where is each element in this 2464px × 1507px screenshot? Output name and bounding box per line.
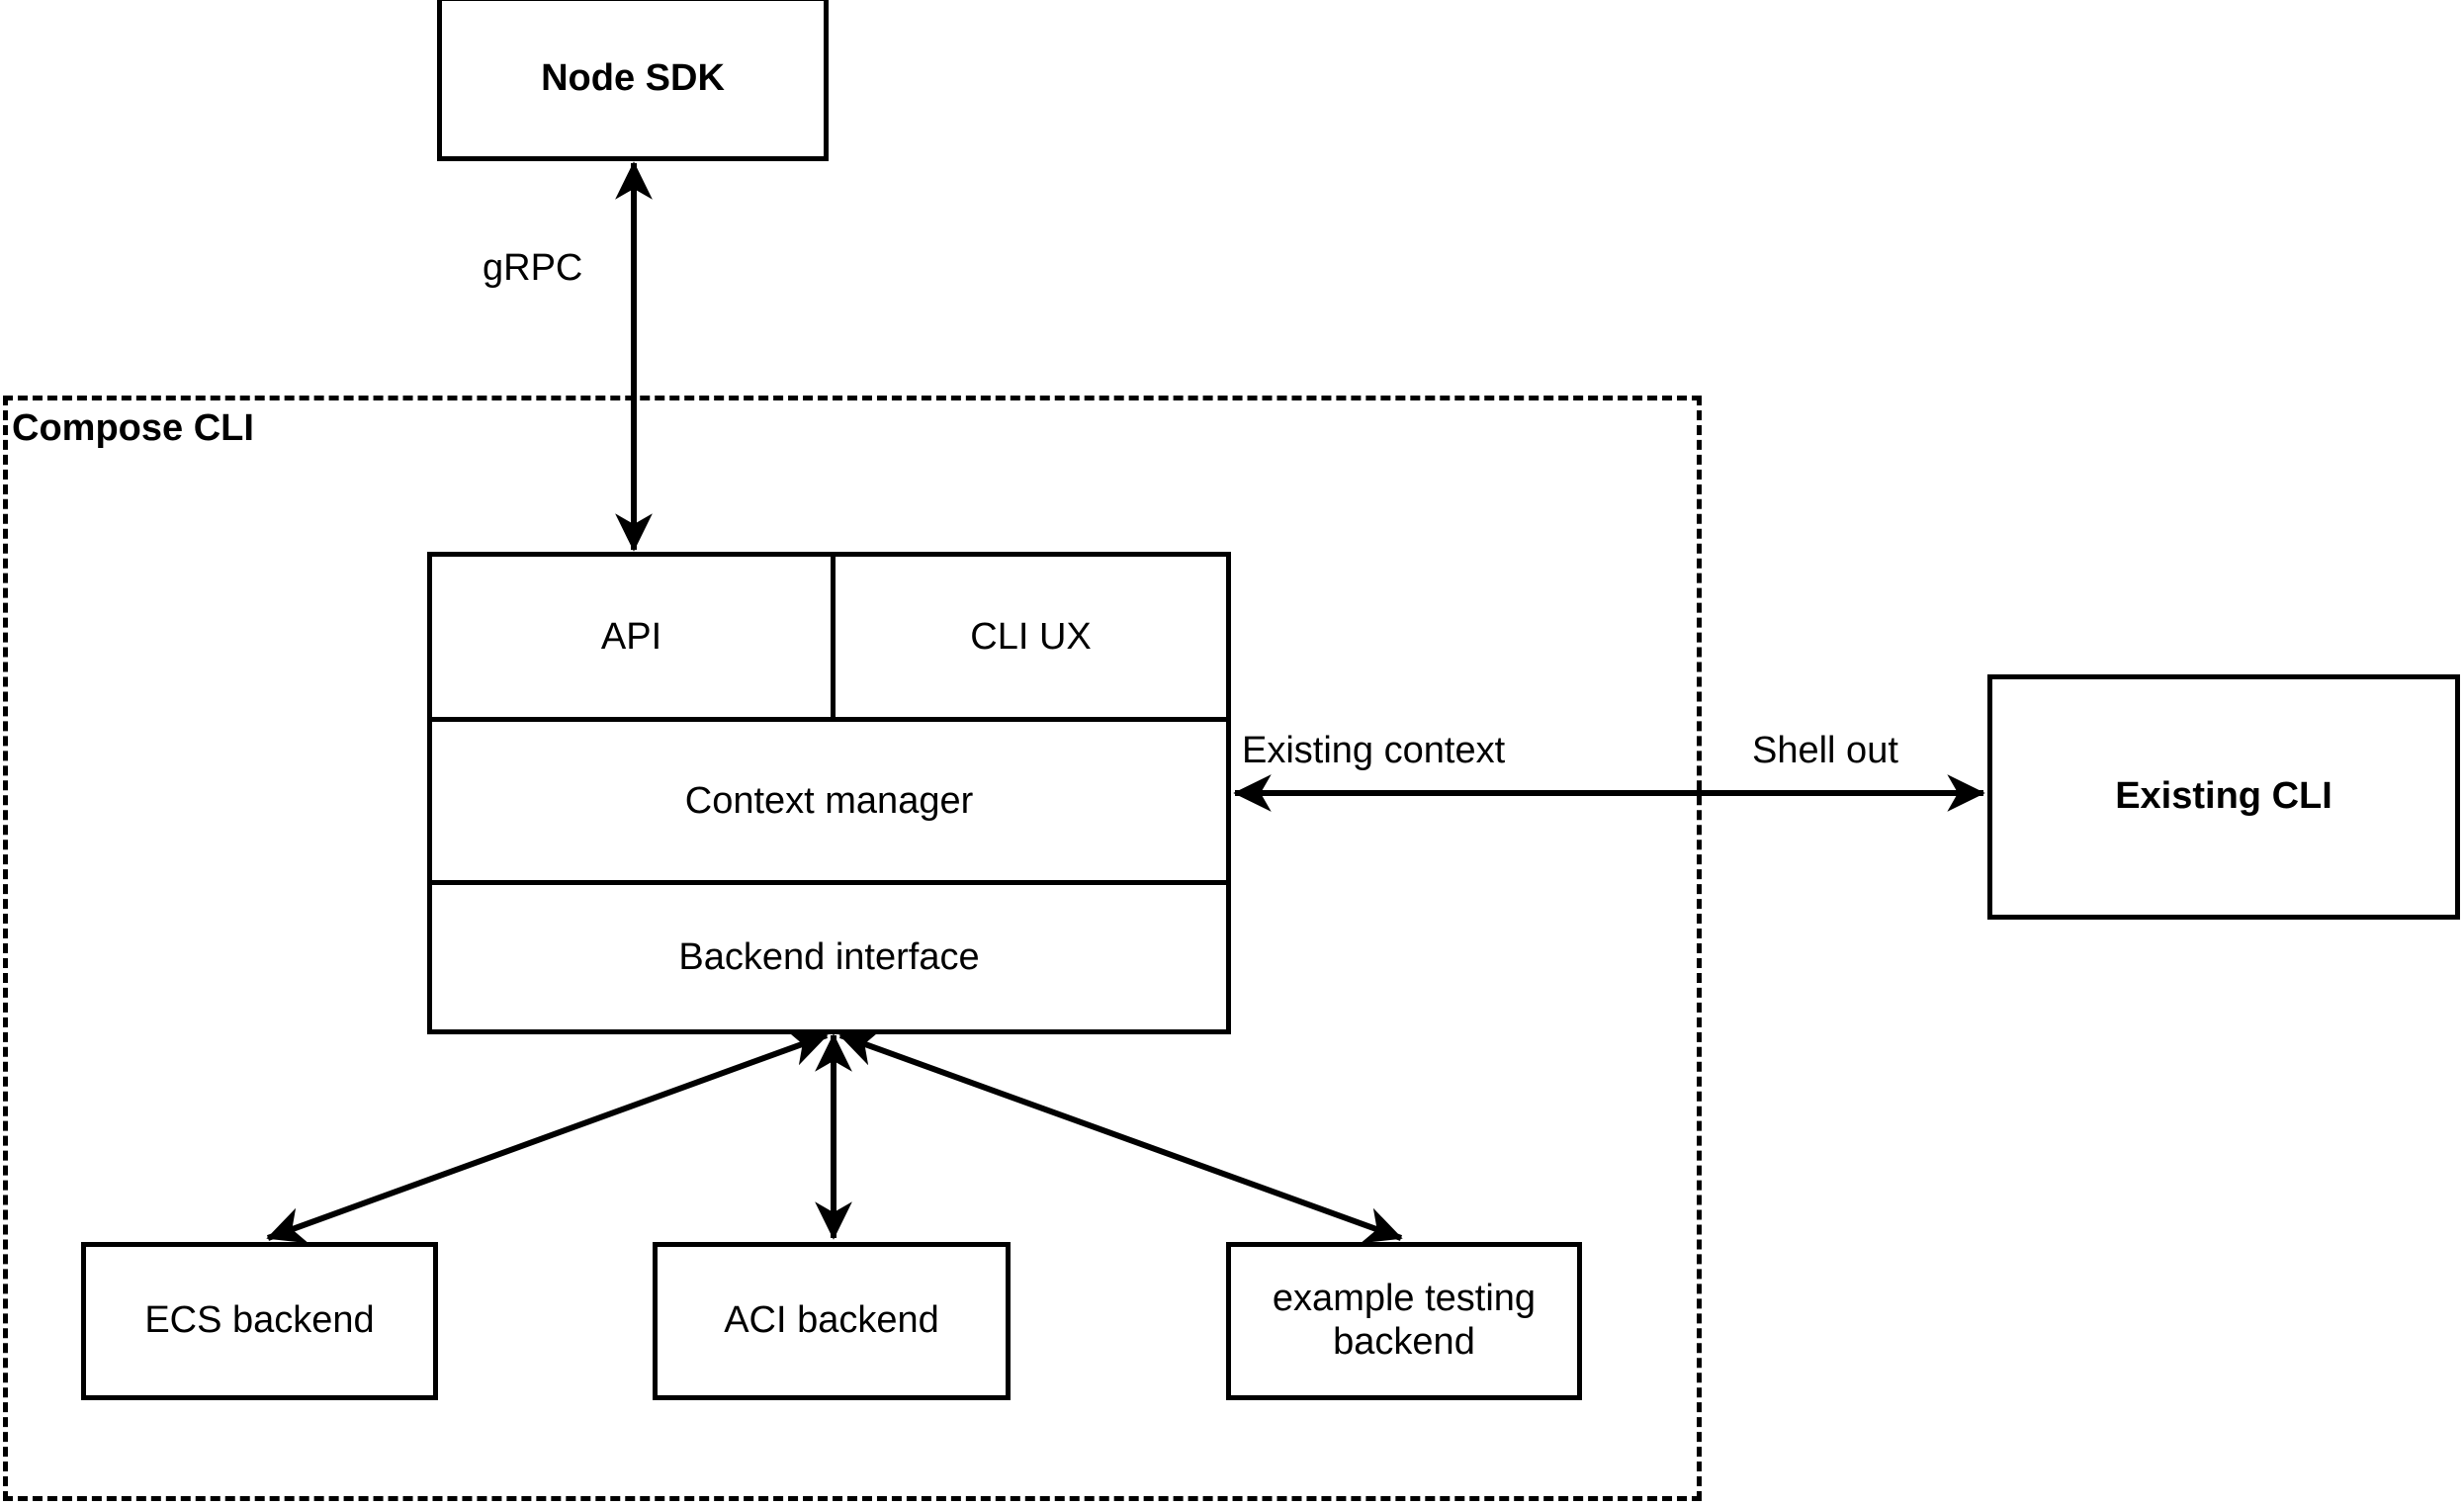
stack-cell-cli-ux[interactable]: CLI UX [836,557,1226,717]
node-sdk-label: Node SDK [541,56,725,99]
ecs-backend-box[interactable]: ECS backend [81,1242,438,1400]
grpc-edge-label: gRPC [483,247,583,289]
stack-cell-cli-ux-label: CLI UX [970,615,1092,658]
aci-backend-label: ACI backend [724,1299,939,1342]
stack-row-backend-interface: Backend interface [432,885,1226,1029]
compose-cli-group-boundary [3,396,1702,1501]
existing-context-edge-label: Existing context [1242,730,1506,771]
stack-cell-api-label: API [600,615,662,658]
shell-out-edge-label: Shell out [1752,730,1898,771]
existing-cli-box[interactable]: Existing CLI [1987,674,2460,920]
stack-cell-backend-interface-label: Backend interface [678,935,980,978]
aci-backend-box[interactable]: ACI backend [653,1242,1011,1400]
stack-cell-context-manager[interactable]: Context manager [432,722,1226,880]
compose-cli-group-label: Compose CLI [12,407,254,449]
example-testing-backend-label: example testing backend [1273,1278,1536,1364]
ecs-backend-label: ECS backend [144,1299,375,1342]
stack-cell-context-manager-label: Context manager [684,779,974,822]
example-testing-backend-box[interactable]: example testing backend [1226,1242,1582,1400]
stack-row-top: API CLI UX [432,557,1226,722]
example-testing-backend-label-line2: backend [1333,1321,1475,1363]
stack-cell-backend-interface[interactable]: Backend interface [432,885,1226,1029]
existing-cli-label: Existing CLI [2115,775,2332,818]
node-sdk-box[interactable]: Node SDK [437,0,829,161]
compose-cli-stack: API CLI UX Context manager Backend inter… [427,552,1231,1034]
example-testing-backend-label-line1: example testing [1272,1278,1537,1320]
stack-row-context-manager: Context manager [432,722,1226,885]
stack-cell-api[interactable]: API [432,557,836,717]
